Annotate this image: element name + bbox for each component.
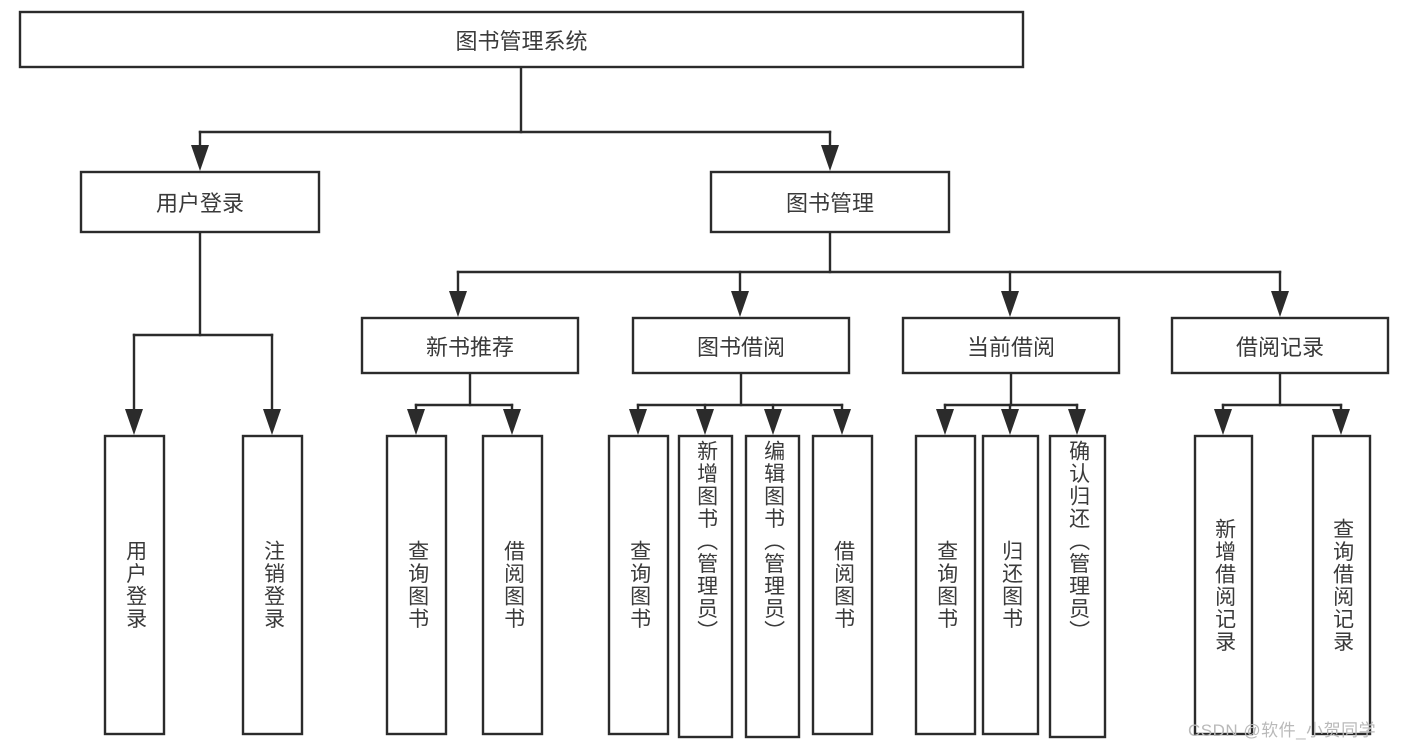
arrow-head-icon xyxy=(1001,291,1019,317)
node-box-leaf-borrow-book-rec[interactable] xyxy=(481,434,544,736)
node-box-leaf-user-login[interactable] xyxy=(103,434,166,736)
arrow-head-icon xyxy=(936,409,954,435)
node-box-leaf-edit-book-admin[interactable] xyxy=(744,434,801,739)
arrow-head-icon xyxy=(1271,291,1289,317)
arrow-head-icon xyxy=(833,409,851,435)
node-box-leaf-borrow-book[interactable] xyxy=(811,434,874,736)
node-box-leaf-query-book-rec[interactable] xyxy=(385,434,448,736)
arrow-head-icon xyxy=(696,409,714,435)
node-box-leaf-return-book[interactable] xyxy=(981,434,1040,736)
arrow-head-icon xyxy=(263,409,281,435)
node-box-current-borrow[interactable] xyxy=(901,316,1121,375)
node-box-new-book-recommend[interactable] xyxy=(360,316,580,375)
node-box-user-login[interactable] xyxy=(79,170,321,234)
arrow-head-icon xyxy=(1214,409,1232,435)
arrow-head-icon xyxy=(1001,409,1019,435)
arrow-head-icon xyxy=(125,409,143,435)
node-box-borrow-record[interactable] xyxy=(1170,316,1390,375)
box-layer xyxy=(18,10,1390,739)
node-box-leaf-query-book-borrow[interactable] xyxy=(607,434,670,736)
arrow-head-icon xyxy=(407,409,425,435)
node-box-leaf-add-borrow-record[interactable] xyxy=(1193,434,1254,736)
node-box-leaf-query-borrow-record[interactable] xyxy=(1311,434,1372,736)
connector-layer xyxy=(125,65,1350,435)
node-box-book-management[interactable] xyxy=(709,170,951,234)
arrow-head-icon xyxy=(629,409,647,435)
node-box-leaf-query-book-current[interactable] xyxy=(914,434,977,736)
arrow-head-icon xyxy=(503,409,521,435)
arrow-head-icon xyxy=(821,145,839,171)
arrow-head-icon xyxy=(449,291,467,317)
watermark-label: CSDN @软件_小贺同学 xyxy=(1188,721,1377,740)
node-box-book-borrow[interactable] xyxy=(631,316,851,375)
arrow-head-icon xyxy=(191,145,209,171)
node-box-root[interactable] xyxy=(18,10,1025,69)
node-box-leaf-add-book-admin[interactable] xyxy=(677,434,734,739)
arrow-head-icon xyxy=(764,409,782,435)
arrow-head-icon xyxy=(1332,409,1350,435)
arrow-head-icon xyxy=(731,291,749,317)
arrow-head-icon xyxy=(1068,409,1086,435)
node-box-leaf-logout[interactable] xyxy=(241,434,304,736)
node-box-leaf-confirm-return-admin[interactable] xyxy=(1048,434,1107,739)
